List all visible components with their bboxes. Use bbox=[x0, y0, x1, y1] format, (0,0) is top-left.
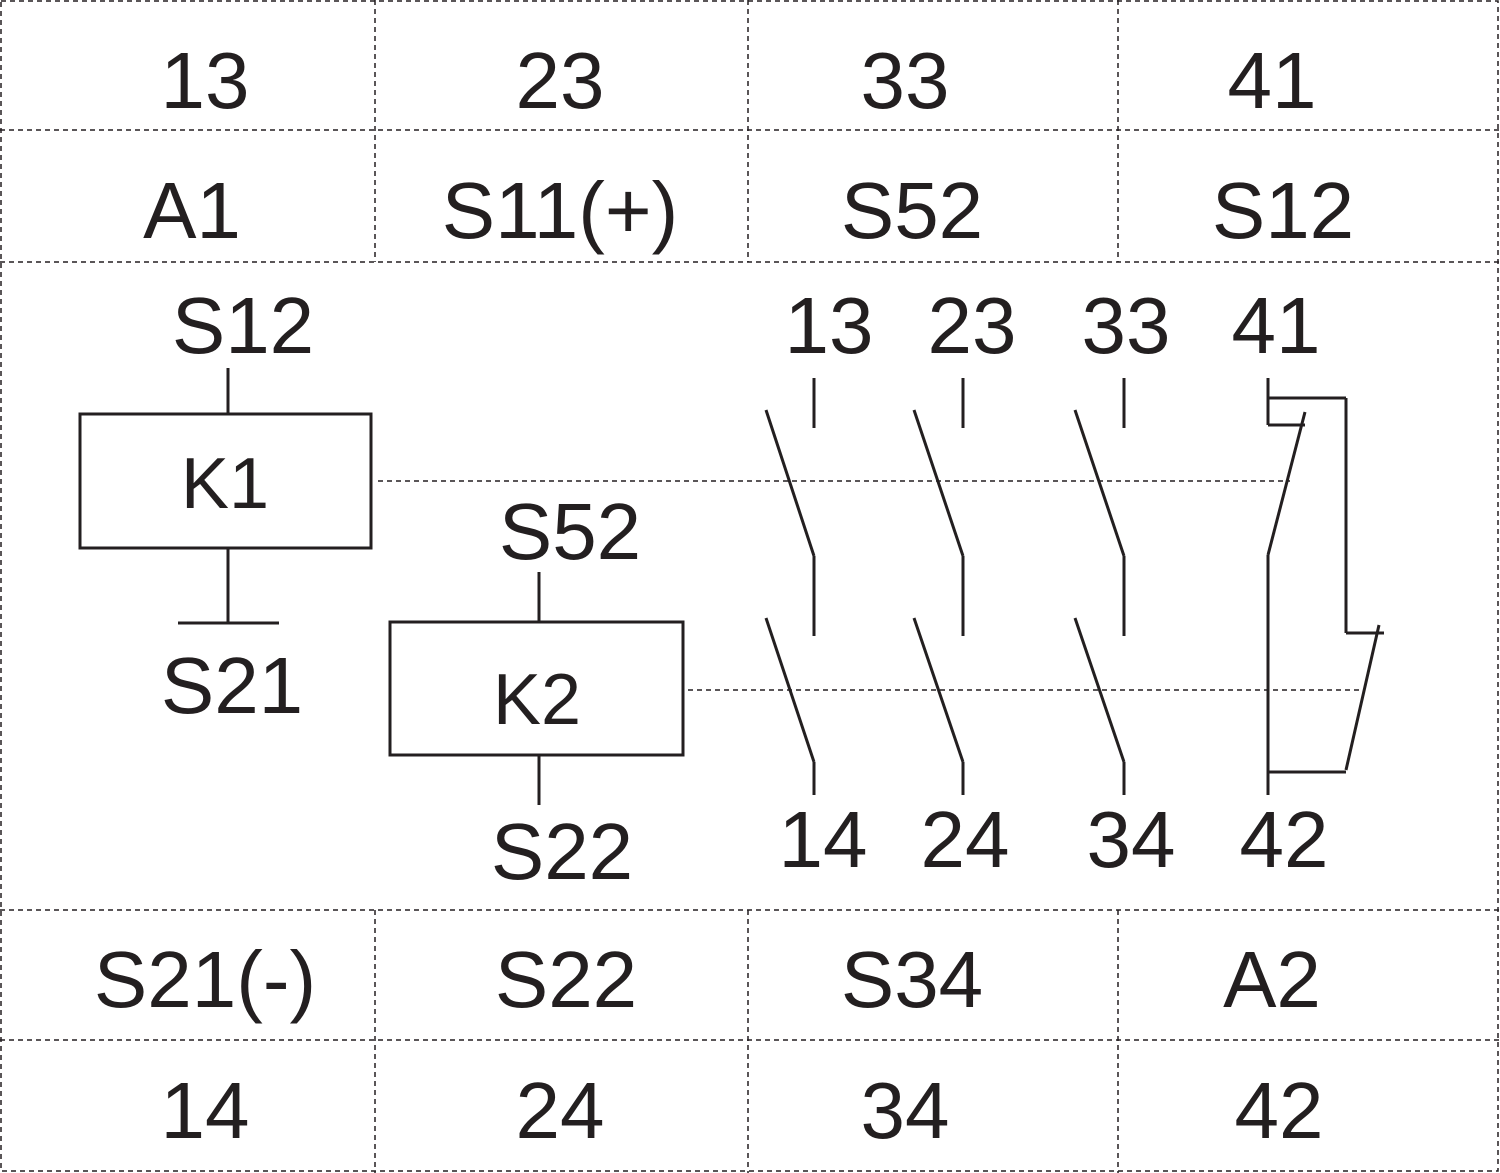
pin-label: 33 bbox=[1082, 281, 1171, 370]
pin-label: S22 bbox=[491, 807, 633, 896]
terminal-label: 33 bbox=[861, 36, 950, 125]
pin-label: S12 bbox=[172, 281, 314, 370]
contact-23-24 bbox=[912, 378, 965, 795]
terminal-label: A2 bbox=[1223, 935, 1321, 1024]
contact-41-42 bbox=[1266, 378, 1384, 795]
terminal-label: 24 bbox=[516, 1066, 605, 1155]
terminal-label: S22 bbox=[495, 935, 637, 1024]
pin-label: 23 bbox=[928, 281, 1017, 370]
contact-top-labels: 13 23 33 41 bbox=[785, 281, 1321, 370]
terminal-label: 34 bbox=[861, 1066, 950, 1155]
k1-coil-box bbox=[78, 412, 373, 550]
coil-k1: S12 K1 S21 bbox=[78, 281, 1290, 730]
pin-label: 24 bbox=[921, 795, 1010, 884]
k2-coil-box bbox=[388, 620, 685, 757]
terminal-row-2: A1 S11(+) S52 S12 bbox=[143, 166, 1354, 255]
pin-label: 13 bbox=[785, 281, 874, 370]
terminal-row-1: 13 23 33 41 bbox=[161, 36, 1317, 125]
terminal-label: S52 bbox=[841, 166, 983, 255]
pin-label: 14 bbox=[779, 795, 868, 884]
coil-k2: S52 K2 S22 bbox=[388, 487, 1360, 896]
terminal-label: 42 bbox=[1235, 1066, 1324, 1155]
terminal-label: 14 bbox=[161, 1066, 250, 1155]
terminal-label: S11(+) bbox=[442, 166, 678, 255]
pin-label: 42 bbox=[1240, 795, 1329, 884]
coil-label: K2 bbox=[493, 660, 581, 740]
terminal-label: S21(-) bbox=[94, 935, 316, 1024]
pin-label: S52 bbox=[499, 487, 641, 576]
pin-label: S21 bbox=[161, 641, 303, 730]
terminal-label: 13 bbox=[161, 36, 250, 125]
pin-label: 34 bbox=[1087, 795, 1176, 884]
contact-bottom-labels: 14 24 34 42 bbox=[779, 795, 1329, 884]
terminal-label: S34 bbox=[841, 935, 983, 1024]
terminal-label: 41 bbox=[1228, 36, 1317, 125]
contact-13-14 bbox=[764, 378, 816, 795]
terminal-label: 23 bbox=[516, 36, 605, 125]
contact-33-34 bbox=[1073, 378, 1126, 795]
pin-label: 41 bbox=[1232, 281, 1321, 370]
terminal-label: S12 bbox=[1212, 166, 1354, 255]
coil-label: K1 bbox=[181, 444, 269, 524]
terminal-row-3: S21(-) S22 S34 A2 bbox=[94, 935, 1321, 1024]
terminal-label: A1 bbox=[143, 166, 241, 255]
terminal-row-4: 14 24 34 42 bbox=[161, 1066, 1324, 1155]
